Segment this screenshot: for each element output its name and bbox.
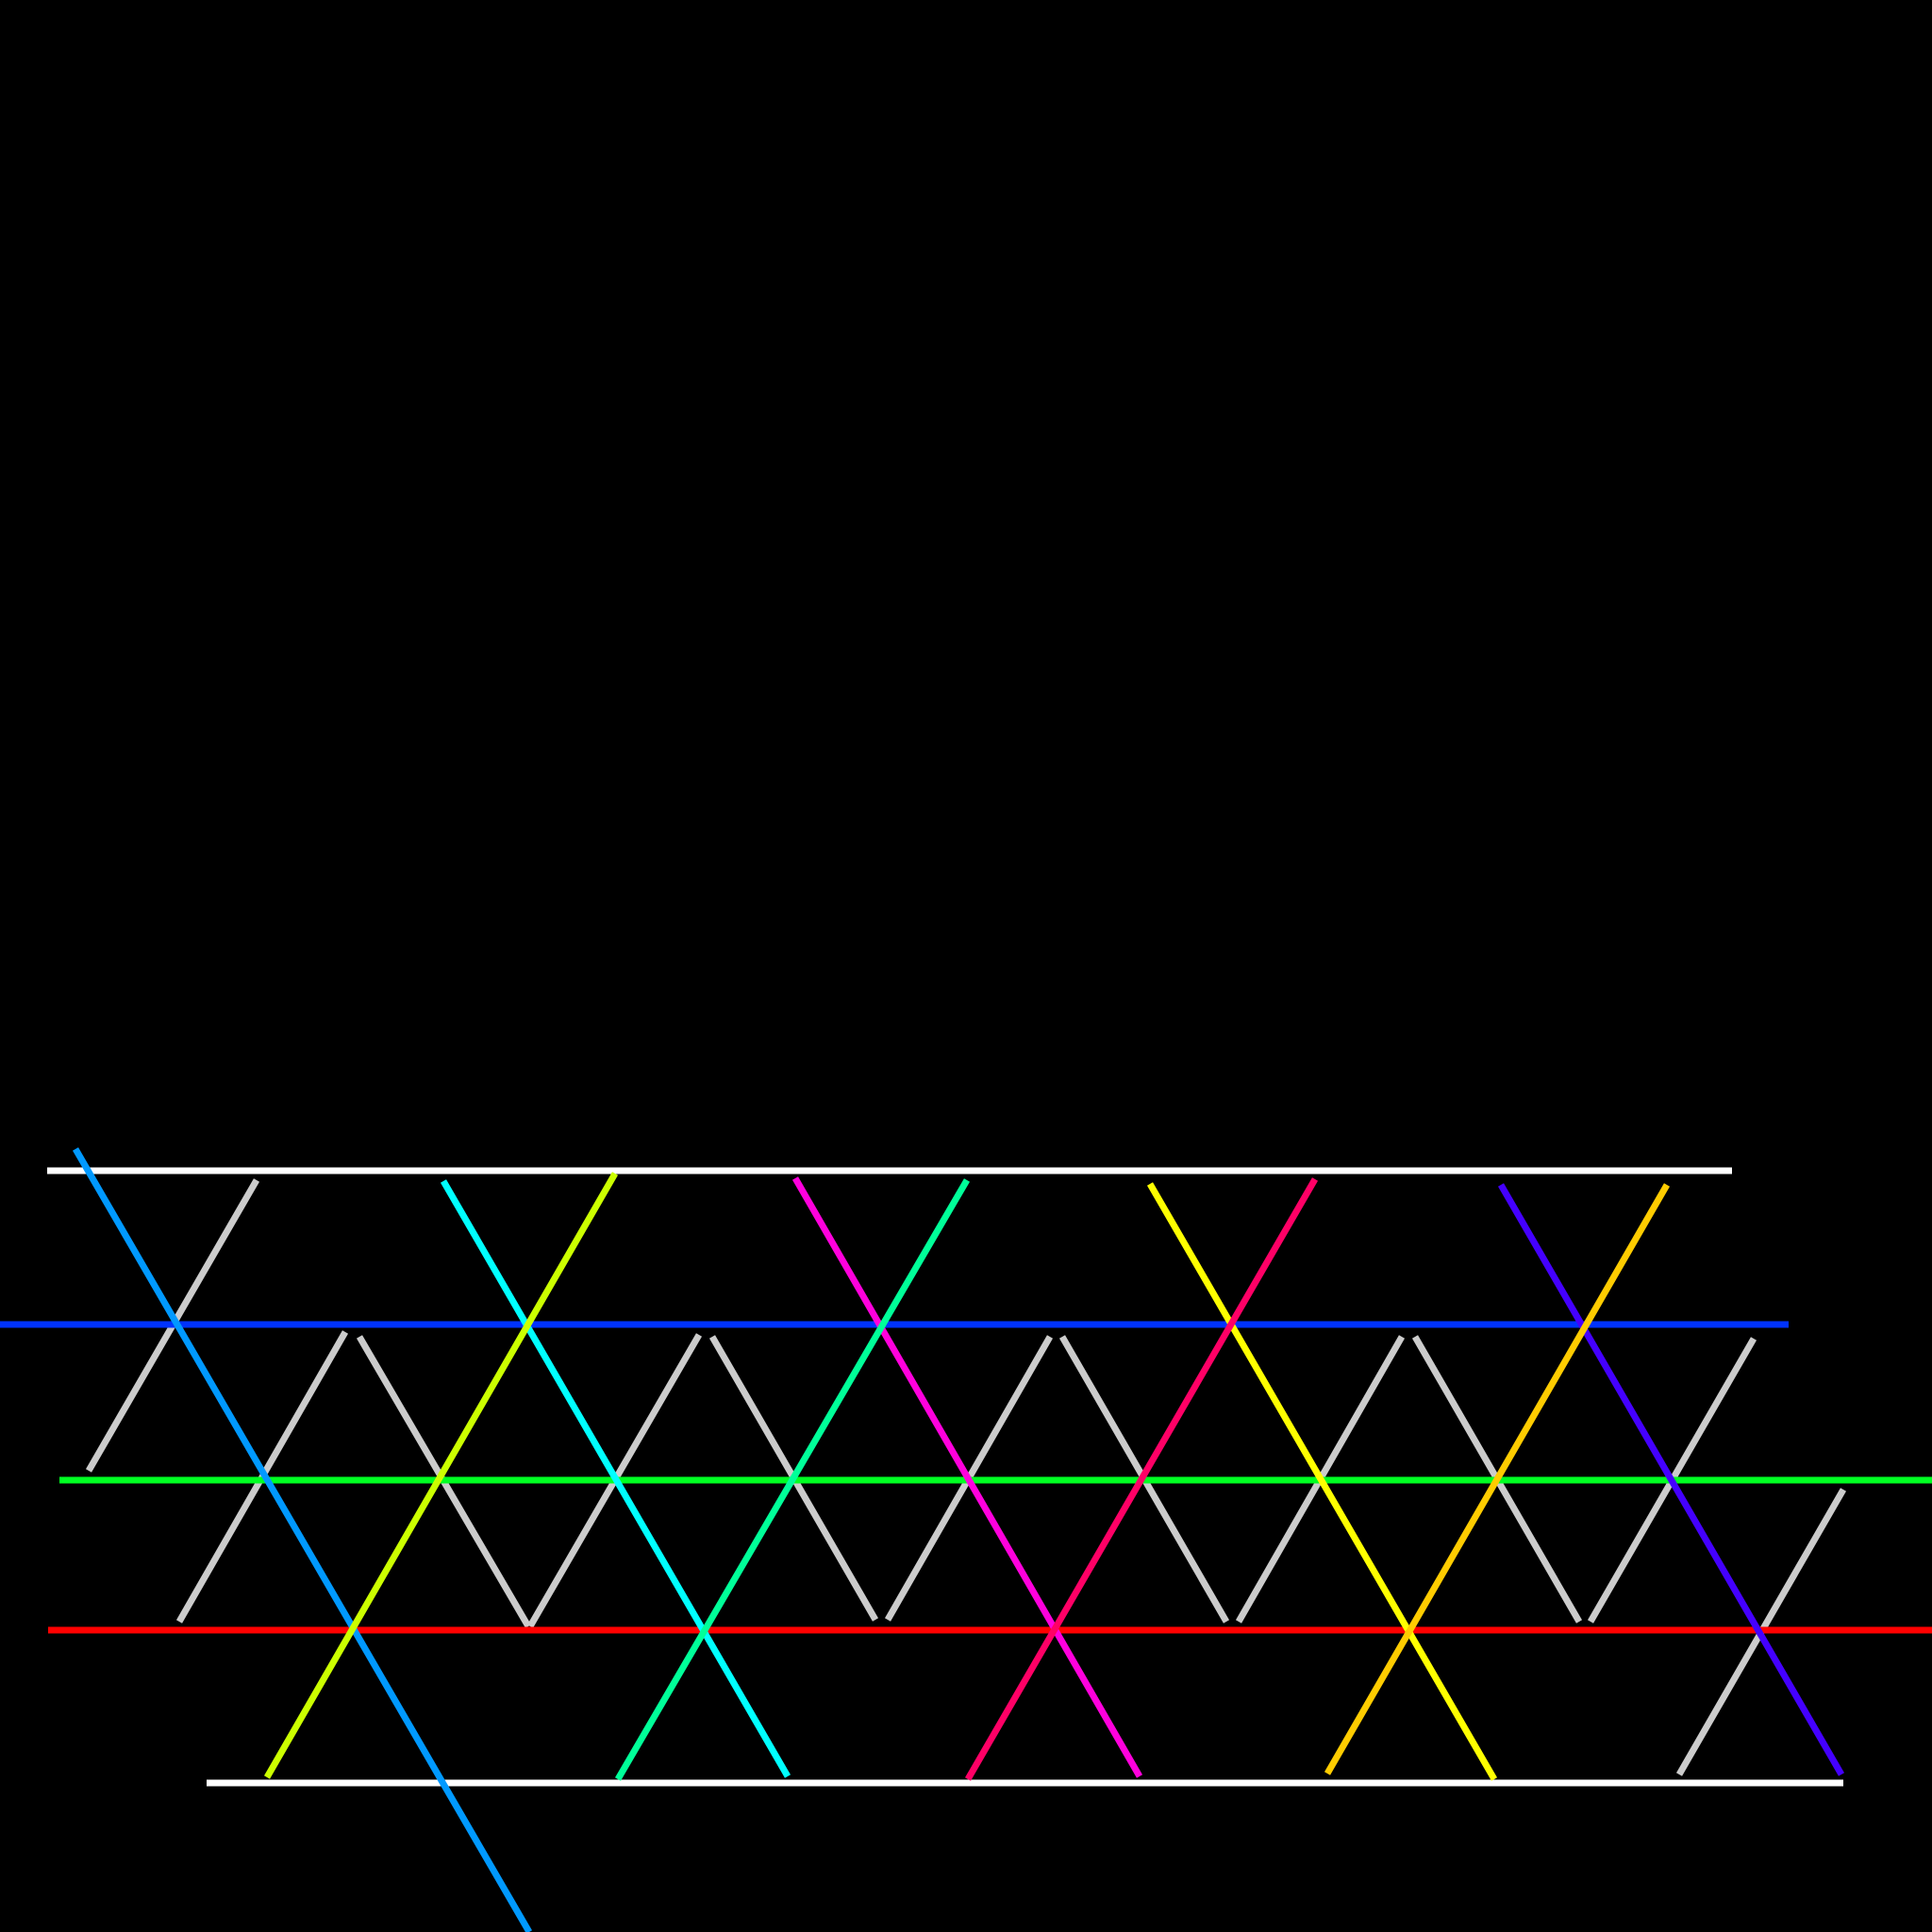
azure-diagonal-line <box>72 1147 533 1932</box>
cyan-diagonal-line <box>440 1179 791 1778</box>
magenta-diagonal-line <box>791 1176 1143 1778</box>
horizontal-lines <box>0 1167 1932 1787</box>
colored-diagonal-lines <box>72 1147 1845 1932</box>
yellow-diagonal-line <box>1146 1182 1498 1781</box>
gold-diagonal-line <box>1324 1183 1671 1775</box>
lime-diagonal-line <box>263 1172 619 1779</box>
spring-green-diagonal-line <box>614 1178 971 1781</box>
rose-diagonal-line <box>964 1177 1319 1781</box>
violet-diagonal-line <box>1497 1183 1845 1776</box>
